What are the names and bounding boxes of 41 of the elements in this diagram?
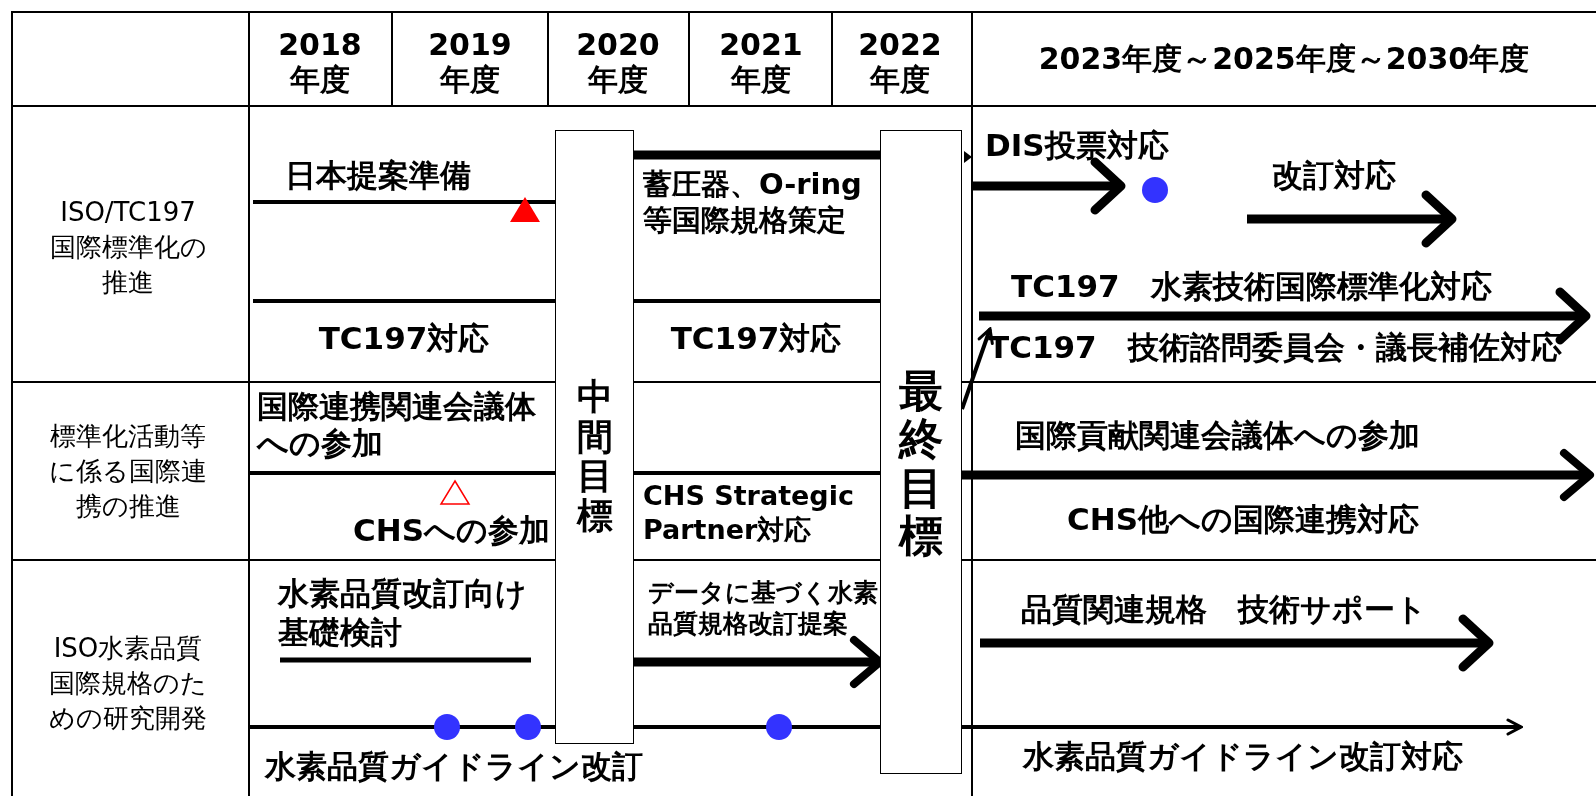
task-label: TC197 水素技術国際標準化対応 — [1011, 267, 1493, 306]
timeline-line — [634, 471, 880, 475]
task-label: TC197 技術諮問委員会・議長補佐対応 — [988, 328, 1562, 367]
task-label: TC197対応 — [317, 319, 491, 358]
goal-box — [555, 130, 634, 744]
year-header: 2021年度 — [718, 28, 804, 97]
goal-box — [880, 130, 962, 774]
task-label: 国際連携関連会議体への参加 — [257, 388, 537, 463]
goal-label: 中間目標 — [576, 377, 613, 536]
year-header: 2018年度 — [277, 28, 363, 97]
arrow — [960, 327, 994, 410]
task-label: CHS Strategic Partner対応 — [643, 479, 855, 547]
year-header: 2019年度 — [427, 28, 513, 97]
task-label: 国際貢献関連会議体への参加 — [1015, 416, 1421, 455]
task-label: データに基づく水素品質規格改訂提案 — [648, 577, 878, 640]
task-label: 日本提案準備 — [285, 156, 472, 195]
task-label: CHSへの参加 — [351, 511, 550, 550]
timeline-line — [253, 299, 555, 303]
task-label: 水素品質ガイドライン改訂 — [265, 747, 644, 786]
timeline-line — [249, 471, 555, 475]
task-label: 水素品質ガイドライン改訂対応 — [1023, 737, 1464, 776]
timeline-bar — [634, 150, 880, 160]
timeline-line — [634, 725, 880, 729]
row-header: 標準化活動等に係る国際連携の推進 — [48, 420, 208, 524]
period-header: 2023年度～2025年度～2030年度 — [1037, 40, 1531, 78]
thick-arrow — [962, 449, 1594, 501]
task-label: 品質関連規格 技術サポート — [1021, 590, 1428, 629]
task-label: CHS他への国際連携対応 — [1067, 500, 1421, 539]
year-header: 2020年度 — [575, 28, 661, 97]
year-header: 2022年度 — [857, 28, 943, 97]
task-label: 蓄圧器、O-ring等国際規格策定 — [643, 166, 863, 239]
row-header: ISO水素品質国際規格のための研究開発 — [48, 632, 208, 736]
task-label: 水素品質改訂向け基礎検討 — [278, 574, 528, 652]
task-label: TC197対応 — [669, 319, 843, 358]
arrow — [962, 718, 1523, 736]
row-header: ISO/TC197国際標準化の推進 — [48, 196, 208, 300]
task-label: 改訂対応 — [1272, 156, 1397, 195]
goal-label: 最終目標 — [899, 367, 943, 561]
timeline-line — [253, 200, 555, 204]
task-label: DIS投票対応 — [985, 126, 1170, 165]
timeline-line — [634, 299, 880, 303]
